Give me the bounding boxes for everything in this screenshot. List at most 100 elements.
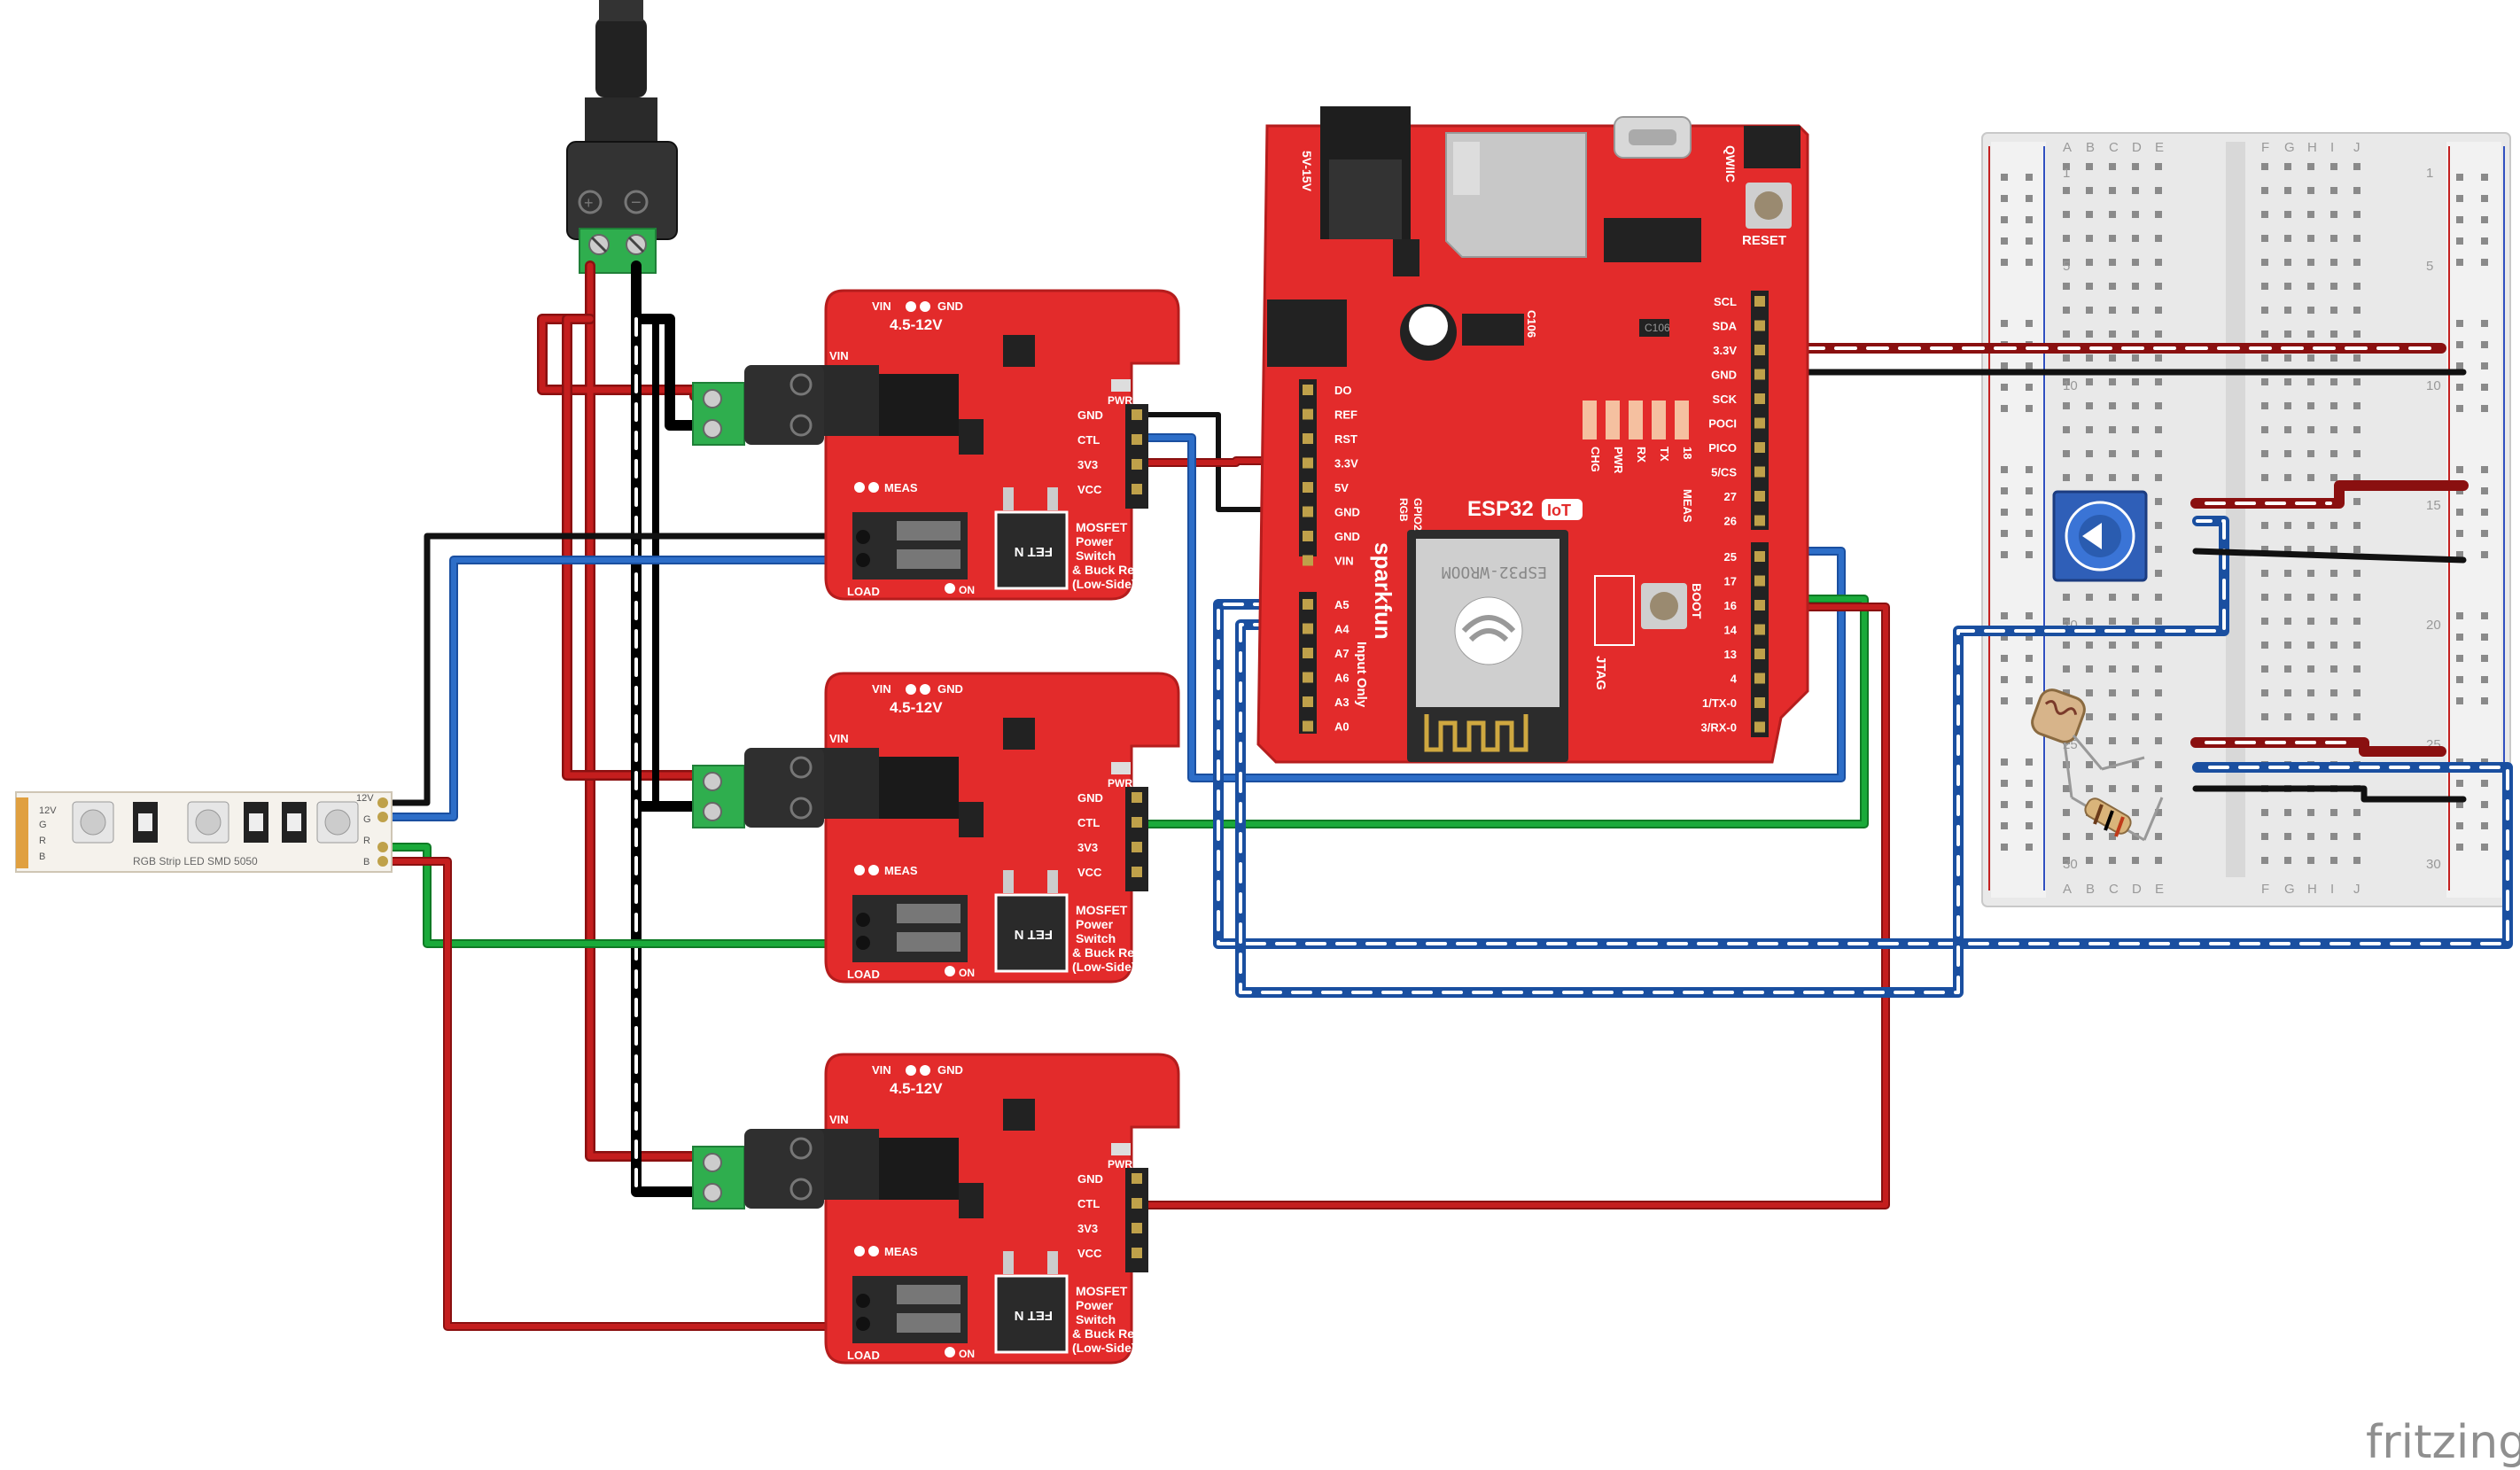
bb-hole[interactable] (2353, 713, 2361, 720)
boot-button[interactable] (1650, 592, 1678, 620)
bb-rail-hole[interactable] (2001, 384, 2008, 391)
bb-hole[interactable] (2307, 546, 2314, 553)
led-strip[interactable]: 12V G R B RGB Strip LED SMD 5050 12V G R… (15, 791, 393, 873)
esp32-pin[interactable] (1303, 696, 1313, 707)
bb-hole[interactable] (2284, 665, 2291, 673)
bb-hole[interactable] (2132, 474, 2139, 481)
bb-hole[interactable] (2109, 665, 2116, 673)
bb-hole[interactable] (2086, 187, 2093, 194)
bb-hole[interactable] (2330, 809, 2337, 816)
bb-hole[interactable] (2063, 474, 2070, 481)
bb-rail-hole[interactable] (2026, 195, 2033, 202)
bb-hole[interactable] (2353, 546, 2361, 553)
bb-hole[interactable] (2063, 450, 2070, 457)
bb-hole[interactable] (2307, 642, 2314, 649)
bb-rail-hole[interactable] (2001, 216, 2008, 223)
bb-rail-hole[interactable] (2481, 259, 2488, 266)
mosfet-pin[interactable] (1132, 1223, 1142, 1233)
bb-hole[interactable] (2261, 402, 2268, 409)
bb-hole[interactable] (2261, 211, 2268, 218)
bb-hole[interactable] (2307, 354, 2314, 362)
bb-hole[interactable] (2086, 857, 2093, 864)
bb-hole[interactable] (2330, 689, 2337, 696)
bb-hole[interactable] (2155, 307, 2162, 314)
bb-hole[interactable] (2284, 594, 2291, 601)
bb-hole[interactable] (2109, 187, 2116, 194)
esp32-pin[interactable] (1754, 417, 1765, 429)
esp32-pin[interactable] (1754, 600, 1765, 611)
bb-hole[interactable] (2353, 307, 2361, 314)
bb-hole[interactable] (2284, 259, 2291, 266)
bb-hole[interactable] (2063, 259, 2070, 266)
bb-hole[interactable] (2086, 307, 2093, 314)
bb-hole[interactable] (2261, 378, 2268, 385)
bb-hole[interactable] (2330, 833, 2337, 840)
bb-rail-hole[interactable] (2026, 758, 2033, 766)
bb-rail-hole[interactable] (2481, 676, 2488, 683)
bb-hole[interactable] (2307, 402, 2314, 409)
bb-rail-hole[interactable] (2456, 655, 2463, 662)
bb-rail-hole[interactable] (2456, 612, 2463, 619)
esp32-pin[interactable] (1303, 672, 1313, 683)
bb-hole[interactable] (2086, 235, 2093, 242)
bb-hole[interactable] (2155, 761, 2162, 768)
bb-rail-hole[interactable] (2026, 655, 2033, 662)
bb-hole[interactable] (2353, 426, 2361, 433)
bb-hole[interactable] (2330, 857, 2337, 864)
esp32-pin[interactable] (1754, 466, 1765, 478)
bb-rail-hole[interactable] (2481, 655, 2488, 662)
bb-hole[interactable] (2330, 450, 2337, 457)
bb-hole[interactable] (2284, 689, 2291, 696)
bb-rail-hole[interactable] (2456, 634, 2463, 641)
mosfet-pin[interactable] (1132, 1198, 1142, 1209)
bb-hole[interactable] (2155, 857, 2162, 864)
bb-hole[interactable] (2132, 785, 2139, 792)
bb-hole[interactable] (2353, 594, 2361, 601)
bb-hole[interactable] (2132, 283, 2139, 290)
bb-hole[interactable] (2307, 474, 2314, 481)
bb-rail-hole[interactable] (2456, 801, 2463, 808)
esp32-pin[interactable] (1754, 515, 1765, 526)
bb-hole[interactable] (2284, 235, 2291, 242)
bb-hole[interactable] (2353, 354, 2361, 362)
bb-hole[interactable] (2109, 283, 2116, 290)
bb-hole[interactable] (2353, 833, 2361, 840)
bb-hole[interactable] (2330, 426, 2337, 433)
bb-hole[interactable] (2353, 402, 2361, 409)
bb-hole[interactable] (2261, 594, 2268, 601)
bb-hole[interactable] (2155, 498, 2162, 505)
bb-rail-hole[interactable] (2481, 801, 2488, 808)
esp32-pin[interactable] (1754, 491, 1765, 502)
bb-rail-hole[interactable] (2456, 844, 2463, 851)
esp32-pin[interactable] (1754, 296, 1765, 307)
bb-rail-hole[interactable] (2456, 780, 2463, 787)
bb-hole[interactable] (2109, 689, 2116, 696)
bb-hole[interactable] (2284, 426, 2291, 433)
bb-rail-hole[interactable] (2026, 174, 2033, 181)
bb-hole[interactable] (2132, 163, 2139, 170)
bb-rail-hole[interactable] (2456, 216, 2463, 223)
bb-hole[interactable] (2155, 235, 2162, 242)
bb-hole[interactable] (2261, 283, 2268, 290)
bb-hole[interactable] (2109, 450, 2116, 457)
bb-hole[interactable] (2261, 331, 2268, 338)
bb-rail-hole[interactable] (2026, 697, 2033, 704)
bb-hole[interactable] (2330, 211, 2337, 218)
bb-hole[interactable] (2132, 331, 2139, 338)
bb-rail-hole[interactable] (2456, 259, 2463, 266)
bb-hole[interactable] (2132, 833, 2139, 840)
bb-hole[interactable] (2155, 378, 2162, 385)
bb-rail-hole[interactable] (2481, 509, 2488, 516)
bb-rail-hole[interactable] (2001, 237, 2008, 245)
bb-hole[interactable] (2353, 474, 2361, 481)
bb-hole[interactable] (2063, 809, 2070, 816)
bb-hole[interactable] (2155, 354, 2162, 362)
bb-rail-hole[interactable] (2456, 551, 2463, 558)
bb-hole[interactable] (2155, 809, 2162, 816)
bb-hole[interactable] (2261, 522, 2268, 529)
bb-rail-hole[interactable] (2026, 362, 2033, 369)
bb-hole[interactable] (2063, 354, 2070, 362)
bb-hole[interactable] (2109, 163, 2116, 170)
bb-hole[interactable] (2330, 307, 2337, 314)
bb-rail-hole[interactable] (2456, 822, 2463, 829)
